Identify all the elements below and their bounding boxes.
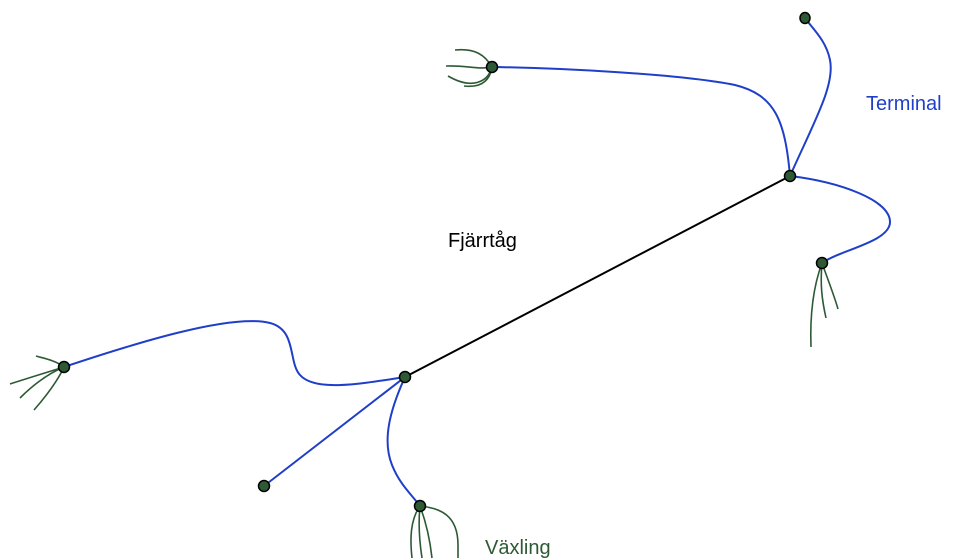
node-left [57,360,71,374]
switching-label: Växling [485,537,551,559]
node-trunk-bottom [398,370,412,384]
switch-fan-bottom-b [419,505,433,559]
switch-fan-bottom-c [419,505,459,558]
node-upper-left [485,60,499,74]
switch-tracks [9,48,839,559]
switch-fan-upper-left-b [445,65,493,69]
switch-fan-left-b [19,366,65,399]
node-switch [413,499,427,513]
nodes [57,11,829,513]
branch-bottom-to-switch [386,376,421,507]
long-distance-label: Fjärrtåg [448,230,517,252]
switch-fan-bottom-d [418,505,423,559]
node-top [799,11,811,25]
branch-top-right-to-upper-left [491,66,791,177]
branch-lines [63,17,892,507]
switch-fan-right-c [821,262,839,310]
branch-top-right-to-top [789,17,832,177]
branch-top-right-to-right [789,175,892,264]
branch-bottom-to-lower-left [263,376,406,487]
terminal-label: Terminal [866,93,942,115]
switch-fan-right-a [809,262,823,348]
node-right [815,256,829,270]
node-trunk-top [783,169,797,183]
switch-fan-left-c [33,366,65,411]
branch-bottom-to-left [63,320,406,387]
trunk-line [404,175,791,378]
node-lower-left [257,479,271,493]
